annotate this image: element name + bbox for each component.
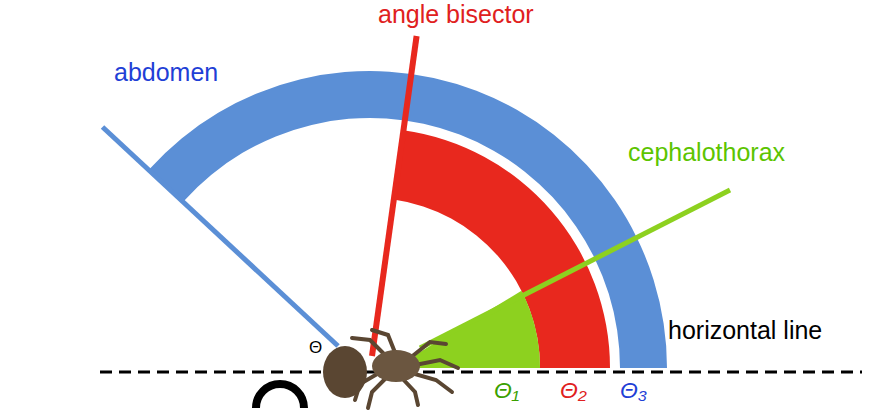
abdomen-label: abdomen — [114, 58, 218, 87]
spider-abdomen — [323, 346, 367, 398]
theta-1-label: Θ₁ — [494, 377, 519, 403]
theta-symbol: Θ — [309, 338, 322, 358]
horizontal-line-label: horizontal line — [668, 316, 822, 345]
cephalothorax-angle-wedge — [400, 291, 540, 368]
angle-arc-symbol — [256, 384, 304, 408]
bisector-line — [372, 36, 417, 356]
spider-cephalothorax — [372, 350, 420, 382]
horizontal-dashed-line — [100, 371, 862, 374]
abdomen-line — [103, 127, 339, 346]
bisector-angle-band — [394, 130, 610, 368]
theta-2-label: Θ₂ — [560, 377, 587, 403]
theta-3-label: Θ₃ — [620, 377, 647, 403]
cephalothorax-label: cephalothorax — [628, 138, 785, 167]
spider-figure — [352, 330, 458, 408]
bisector-label: angle bisector — [378, 0, 534, 29]
